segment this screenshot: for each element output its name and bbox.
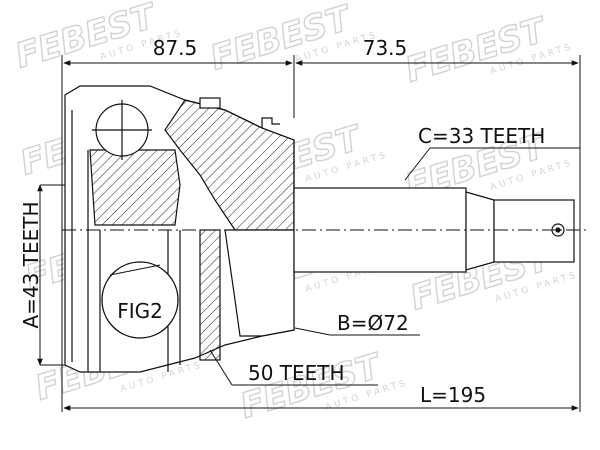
outer-spline-label: C=33 TEETH xyxy=(418,124,545,148)
dimension-lines xyxy=(37,55,581,412)
detail-leader xyxy=(109,264,161,276)
inner-spline-label: A=43 TEETH xyxy=(19,202,43,329)
watermark-brand: FEBEST xyxy=(11,0,162,77)
leader-lines xyxy=(209,147,580,386)
abs-ring-tab xyxy=(199,97,221,109)
shaft-taper xyxy=(465,191,495,271)
abs-ring-label: 50 TEETH xyxy=(248,361,345,385)
detail-callout: FIG2 xyxy=(101,261,179,339)
abs-ring xyxy=(199,229,221,361)
leader-seal-diameter xyxy=(294,327,331,336)
dimension-label-housing: 87.5 xyxy=(153,36,198,60)
watermark-brand: FEBEST xyxy=(236,346,387,427)
leader-abs-ring xyxy=(209,349,233,386)
leader-outer-spline xyxy=(404,147,431,181)
detail-figure-label: FIG2 xyxy=(117,299,163,323)
cotter-pin-hole-center xyxy=(555,227,561,233)
seal-lip xyxy=(261,117,280,128)
watermark-brand: FEBEST xyxy=(206,0,357,79)
watermark-brand: FEBEST xyxy=(401,10,552,91)
seal-diameter-label: B=Ø72 xyxy=(337,311,409,335)
inner-race-hatch xyxy=(89,149,181,226)
dimension-label-total: L=195 xyxy=(420,383,486,407)
dimension-label-shaft: 73.5 xyxy=(363,36,408,60)
detail-circle xyxy=(101,261,179,339)
